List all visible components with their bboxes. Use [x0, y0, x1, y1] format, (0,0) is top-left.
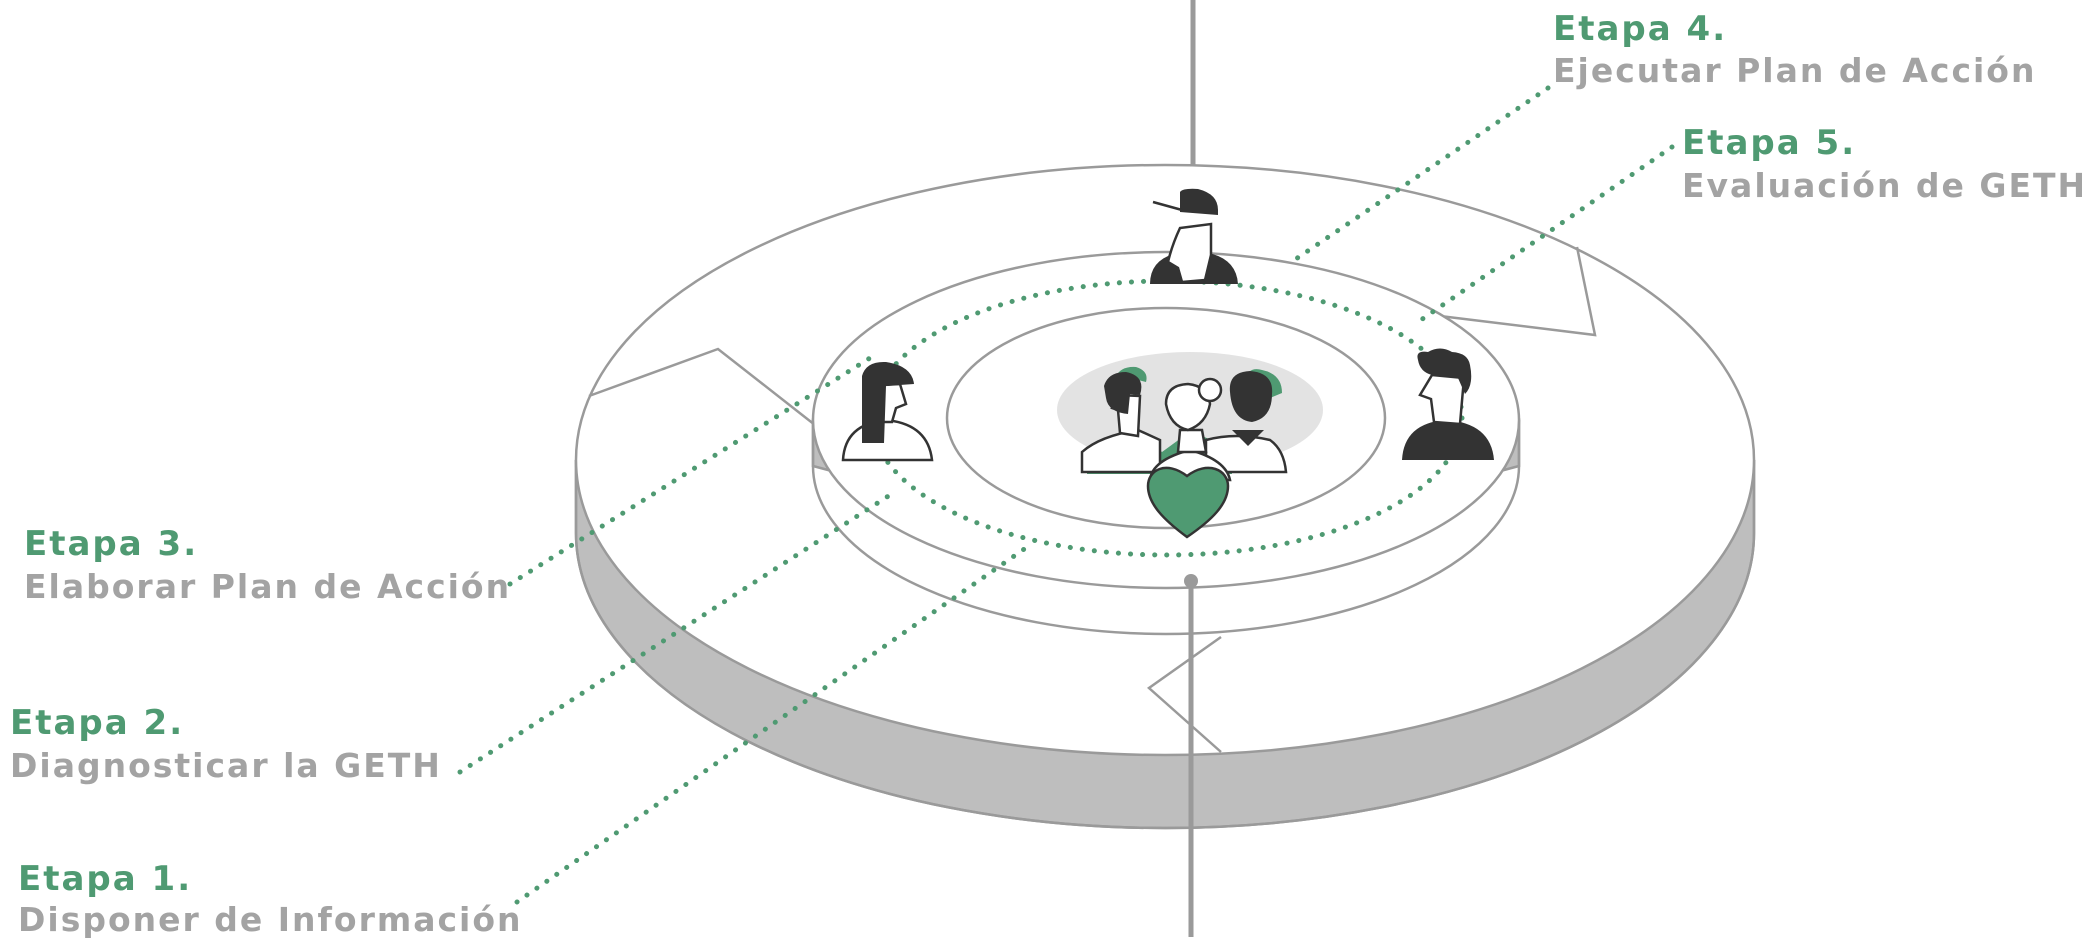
- heart-icon: [1146, 466, 1230, 539]
- leader-stage-4: [1287, 85, 1551, 266]
- stage-4-description: Ejecutar Plan de Acción: [1553, 51, 2037, 90]
- stage-5-title: Etapa 5.: [1682, 123, 1857, 163]
- arrow-notch-right: [1439, 246, 1597, 337]
- leader-stage-3: [507, 355, 873, 587]
- stage-3-title: Etapa 3.: [24, 524, 199, 564]
- stage-2-description: Diagnosticar la GETH: [10, 746, 442, 785]
- person-cap-icon: [1150, 188, 1238, 284]
- leader-stage-1: [514, 542, 1033, 905]
- stage-4-title: Etapa 4.: [1553, 9, 1728, 49]
- stage-1-description: Disponer de Información: [18, 900, 523, 939]
- person-curly-icon: [1402, 348, 1494, 460]
- team-with-heart-icon: [1080, 366, 1288, 539]
- arrow-notch-left: [588, 347, 816, 426]
- stage-2-title: Etapa 2.: [10, 703, 185, 743]
- stage-1-title: Etapa 1.: [18, 859, 193, 899]
- middle-disc-rim: [811, 420, 1521, 636]
- stage-5-description: Evaluación de GETH: [1682, 166, 2082, 205]
- arrow-notch-bottom: [1146, 635, 1222, 753]
- outer-disc-rim: [574, 460, 1756, 830]
- leader-stage-2: [457, 492, 893, 775]
- person-longhair-icon: [841, 361, 934, 462]
- axis-bottom-dot: [1184, 574, 1198, 588]
- stage-3-description: Elaborar Plan de Acción: [24, 567, 512, 606]
